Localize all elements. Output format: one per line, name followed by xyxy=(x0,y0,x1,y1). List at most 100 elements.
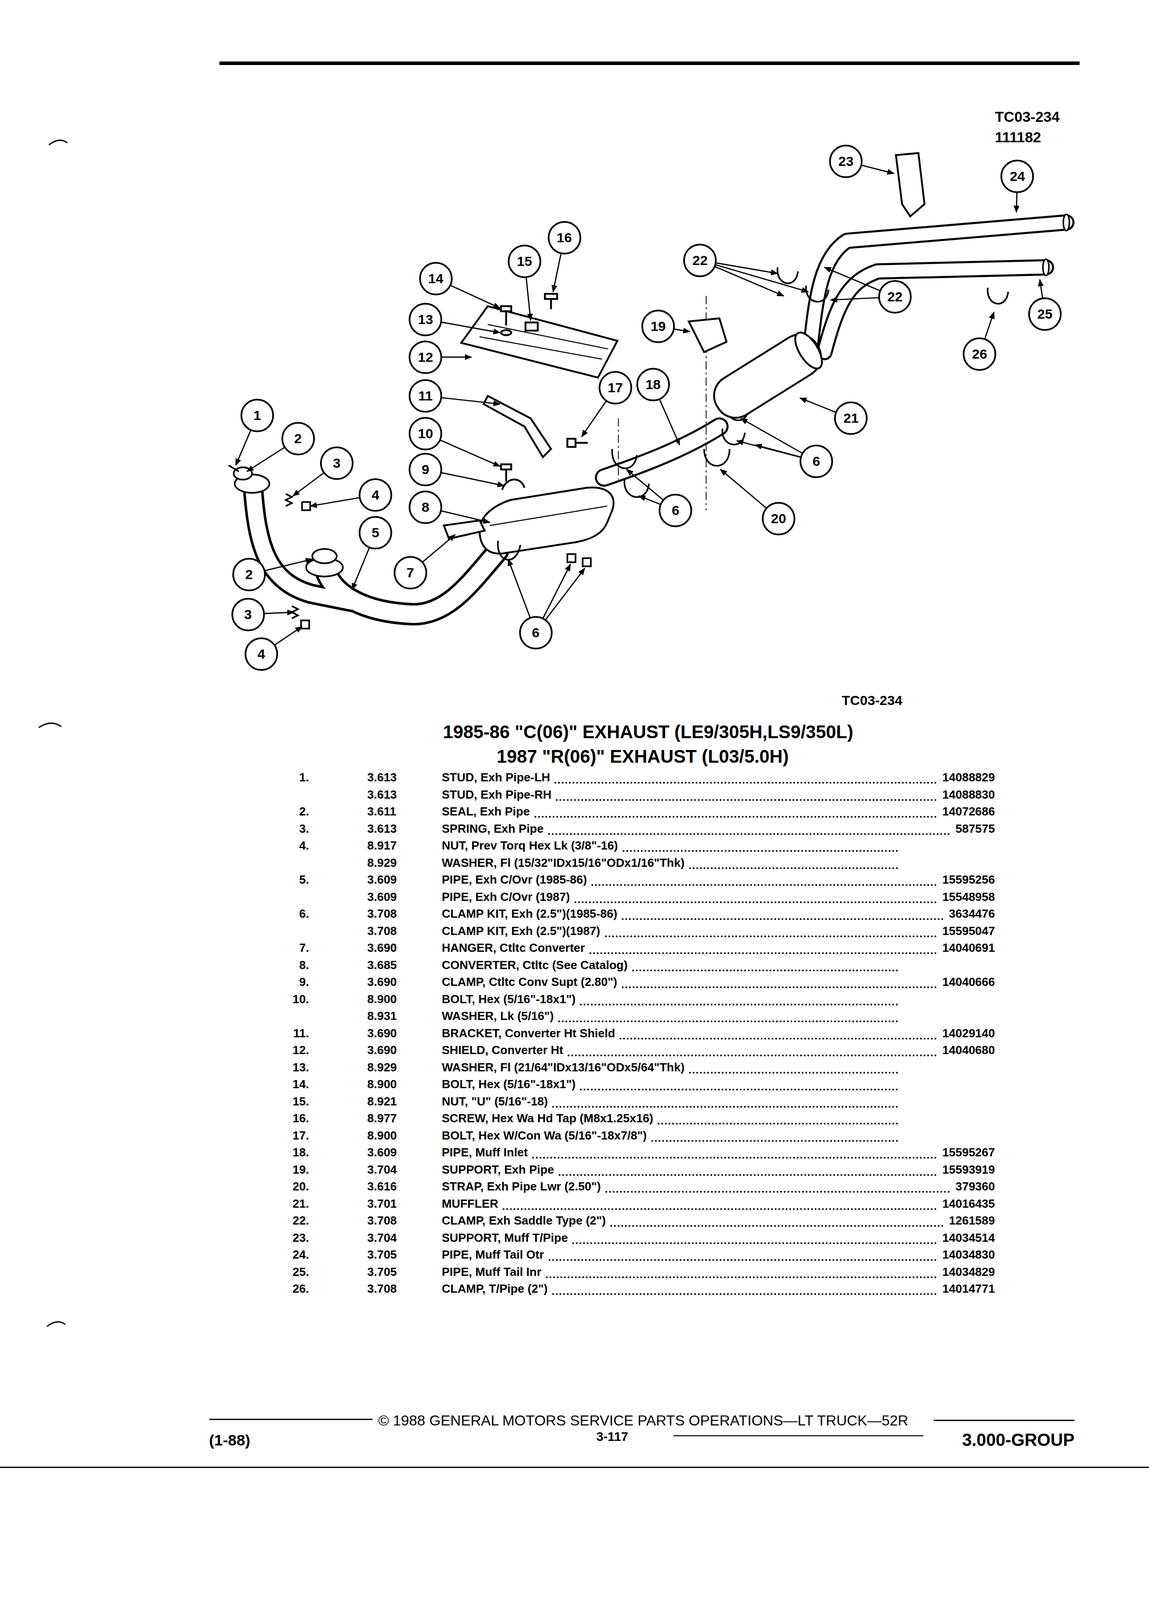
group-code: 3.690 xyxy=(367,1026,397,1040)
callout-number: 12 xyxy=(418,350,434,365)
part-description: PIPE, Exh C/Ovr (1985-86) xyxy=(441,873,587,887)
converter-body xyxy=(479,487,614,554)
callout-number: 22 xyxy=(887,289,903,304)
dot-leader xyxy=(502,1208,937,1210)
dot-leader xyxy=(621,918,944,920)
dot-leader xyxy=(532,1156,937,1159)
part-description: CLAMP, Ctltc Conv Supt (2.80") xyxy=(441,975,618,989)
callout-number: 4 xyxy=(371,488,380,502)
tailpipe-support xyxy=(895,153,925,217)
part-description: CLAMP, Exh Saddle Type (2") xyxy=(441,1213,606,1228)
callout-number: 18 xyxy=(645,377,661,392)
group-code: 3.701 xyxy=(367,1197,397,1211)
callout-number: 1 xyxy=(253,408,261,423)
callout-number: 5 xyxy=(371,525,380,540)
item-number: 24. xyxy=(292,1248,310,1262)
group-code: 3.705 xyxy=(367,1248,397,1262)
part-number: 3634476 xyxy=(949,907,995,921)
callout-ring xyxy=(659,494,692,527)
dot-leader xyxy=(610,1224,944,1227)
callout-number: 20 xyxy=(770,511,786,526)
callout-circle: 16 xyxy=(547,220,582,255)
bottom-rule xyxy=(0,1466,1149,1469)
part-description: MUFFLER xyxy=(441,1197,499,1211)
group-code: 3.705 xyxy=(367,1265,397,1279)
section-group: 3.000-GROUP xyxy=(962,1430,1075,1450)
part-number: 15595256 xyxy=(942,873,995,887)
dot-leader xyxy=(651,1139,899,1142)
group-code: 3.613 xyxy=(367,822,397,836)
part-description: SEAL, Exh Pipe xyxy=(441,804,530,819)
item-number: 3. xyxy=(299,822,310,836)
binder-mark xyxy=(46,1321,65,1327)
part-number: 14014771 xyxy=(942,1282,995,1296)
pipe-end xyxy=(1043,259,1050,276)
callout-circle: 7 xyxy=(393,555,428,590)
callout-ring xyxy=(232,598,265,631)
callout-number: 10 xyxy=(418,426,434,441)
callout-circle: 2 xyxy=(231,557,267,592)
clamp-nut xyxy=(582,558,591,567)
callout-number: 22 xyxy=(692,253,708,268)
group-code: 3.704 xyxy=(367,1163,397,1177)
clamp xyxy=(987,287,1009,304)
callout-circle: 9 xyxy=(408,452,443,487)
part-number: 14034514 xyxy=(942,1231,995,1245)
callout-ring xyxy=(233,558,265,591)
callout-circle: 12 xyxy=(408,339,443,375)
clamp-nut xyxy=(567,554,576,563)
group-code: 3.685 xyxy=(367,958,397,972)
callout-ring xyxy=(359,479,392,511)
item-number: 8. xyxy=(299,958,310,972)
group-code: 3.609 xyxy=(367,890,397,904)
callout-ring xyxy=(684,244,716,277)
dot-leader xyxy=(579,1003,899,1006)
dot-leader xyxy=(548,1258,937,1261)
part-number: 14072686 xyxy=(942,804,995,819)
group-code: 3.690 xyxy=(367,975,397,989)
dot-leader xyxy=(689,867,899,870)
callout-circle: 17 xyxy=(598,370,633,405)
dot-leader xyxy=(604,935,938,938)
screw xyxy=(544,294,558,310)
callout-circle: 6 xyxy=(799,444,834,479)
item-number: 23. xyxy=(292,1231,310,1245)
bolt xyxy=(500,464,511,482)
callout-circle: 4 xyxy=(358,477,393,513)
item-number: 10. xyxy=(292,992,310,1006)
part-number: 15595267 xyxy=(942,1145,995,1159)
callout-ring xyxy=(762,502,795,535)
callout-ring xyxy=(508,245,541,278)
callout-ring xyxy=(409,491,442,524)
footer-rule xyxy=(933,1419,1075,1422)
group-code: 8.917 xyxy=(367,839,397,853)
dot-leader xyxy=(574,901,938,904)
exhaust-support xyxy=(688,318,727,352)
converter-hanger xyxy=(444,520,485,539)
callout-number: 17 xyxy=(607,380,623,395)
part-description: CLAMP, T/Pipe (2") xyxy=(441,1282,548,1296)
callout-circle: 11 xyxy=(408,378,443,414)
callout-number: 3 xyxy=(333,456,341,470)
callout-circle: 1 xyxy=(239,398,275,433)
group-code: 3.704 xyxy=(367,1231,397,1245)
callout-ring xyxy=(800,445,833,478)
part-number: 15548958 xyxy=(942,890,995,904)
item-number: 1. xyxy=(299,770,310,785)
item-number: 11. xyxy=(293,1026,310,1040)
u-nut xyxy=(525,322,538,331)
tail-pipe-inner xyxy=(824,267,1046,352)
part-number: 14034830 xyxy=(942,1248,995,1262)
dot-leader xyxy=(534,815,938,818)
dot-leader xyxy=(567,1054,937,1057)
callout-number: 6 xyxy=(671,503,680,518)
part-description: PIPE, Muff Tail Inr xyxy=(441,1265,542,1279)
dot-leader xyxy=(589,952,937,955)
part-number: 1261589 xyxy=(949,1213,995,1228)
top-rule xyxy=(219,61,1080,65)
callout-ring xyxy=(829,145,862,178)
page-rules xyxy=(0,63,1149,1468)
callout-number: 19 xyxy=(650,319,666,334)
page-subtitle: 1987 "R(06)" EXHAUST (L03/5.0H) xyxy=(496,746,790,767)
callout-circle: 22 xyxy=(877,279,913,315)
